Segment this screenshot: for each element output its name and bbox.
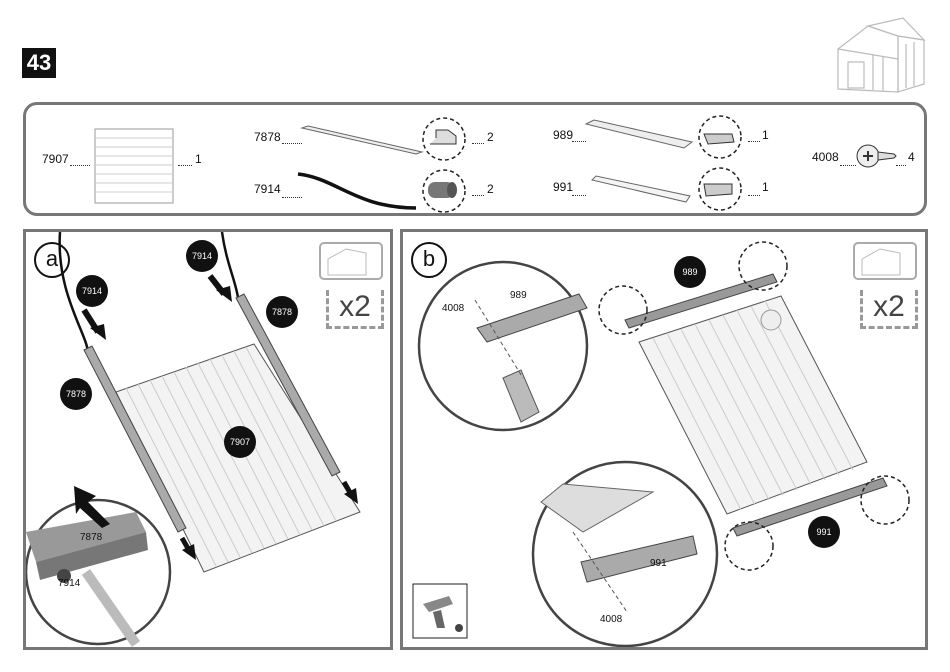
part-code-7914: 7914 <box>254 182 281 196</box>
detail-a-cord-label: 7914 <box>58 578 80 589</box>
part-code-989: 989 <box>553 128 573 142</box>
callout-cord-left: 7914 <box>76 275 108 307</box>
rail-991-profile-detail <box>696 166 746 212</box>
detail-b-bottom-rail-label: 991 <box>650 558 667 569</box>
rail-989-image <box>584 116 694 156</box>
multiplier-a: x2 <box>326 290 384 329</box>
screw-4008-icon <box>856 140 898 172</box>
callout-rail-989: 989 <box>674 256 706 288</box>
callout-rail-left: 7878 <box>60 378 92 410</box>
part-qty-7878: 2 <box>487 130 494 144</box>
callout-rail-991: 991 <box>808 516 840 548</box>
detail-b-bottom-screw-label: 4008 <box>600 614 622 625</box>
part-qty-7907: 1 <box>195 152 202 166</box>
rail-7878-image <box>298 120 428 160</box>
shed-mini-icon-a <box>318 241 384 281</box>
cord-7914-profile-detail <box>420 168 470 214</box>
shed-mini-icon-b <box>852 241 918 281</box>
rail-991-image <box>590 172 692 206</box>
shed-thumbnail-icon <box>828 14 928 96</box>
part-qty-7914: 2 <box>487 182 494 196</box>
cord-7914-image <box>296 168 420 214</box>
callout-cord-right: 7914 <box>186 240 218 272</box>
detail-b-top-rail-label: 989 <box>510 290 527 301</box>
part-qty-989: 1 <box>762 128 769 142</box>
part-code-7878: 7878 <box>254 130 281 144</box>
callout-rail-right: 7878 <box>266 296 298 328</box>
panel-b-illustration <box>403 232 925 647</box>
rail-7878-profile-detail <box>420 116 470 162</box>
detail-a-rail-label: 7878 <box>80 532 102 543</box>
callout-panel: 7907 <box>224 426 256 458</box>
part-code-7907: 7907 <box>42 152 69 166</box>
rail-989-profile-detail <box>696 114 746 160</box>
part-code-991: 991 <box>553 180 573 194</box>
part-qty-4008: 4 <box>908 150 915 164</box>
part-qty-991: 1 <box>762 180 769 194</box>
panel-part-image <box>94 128 174 204</box>
part-code-4008: 4008 <box>812 150 839 164</box>
multiplier-b: x2 <box>860 290 918 329</box>
detail-b-top-screw-label: 4008 <box>442 303 464 314</box>
step-number: 43 <box>22 48 56 78</box>
